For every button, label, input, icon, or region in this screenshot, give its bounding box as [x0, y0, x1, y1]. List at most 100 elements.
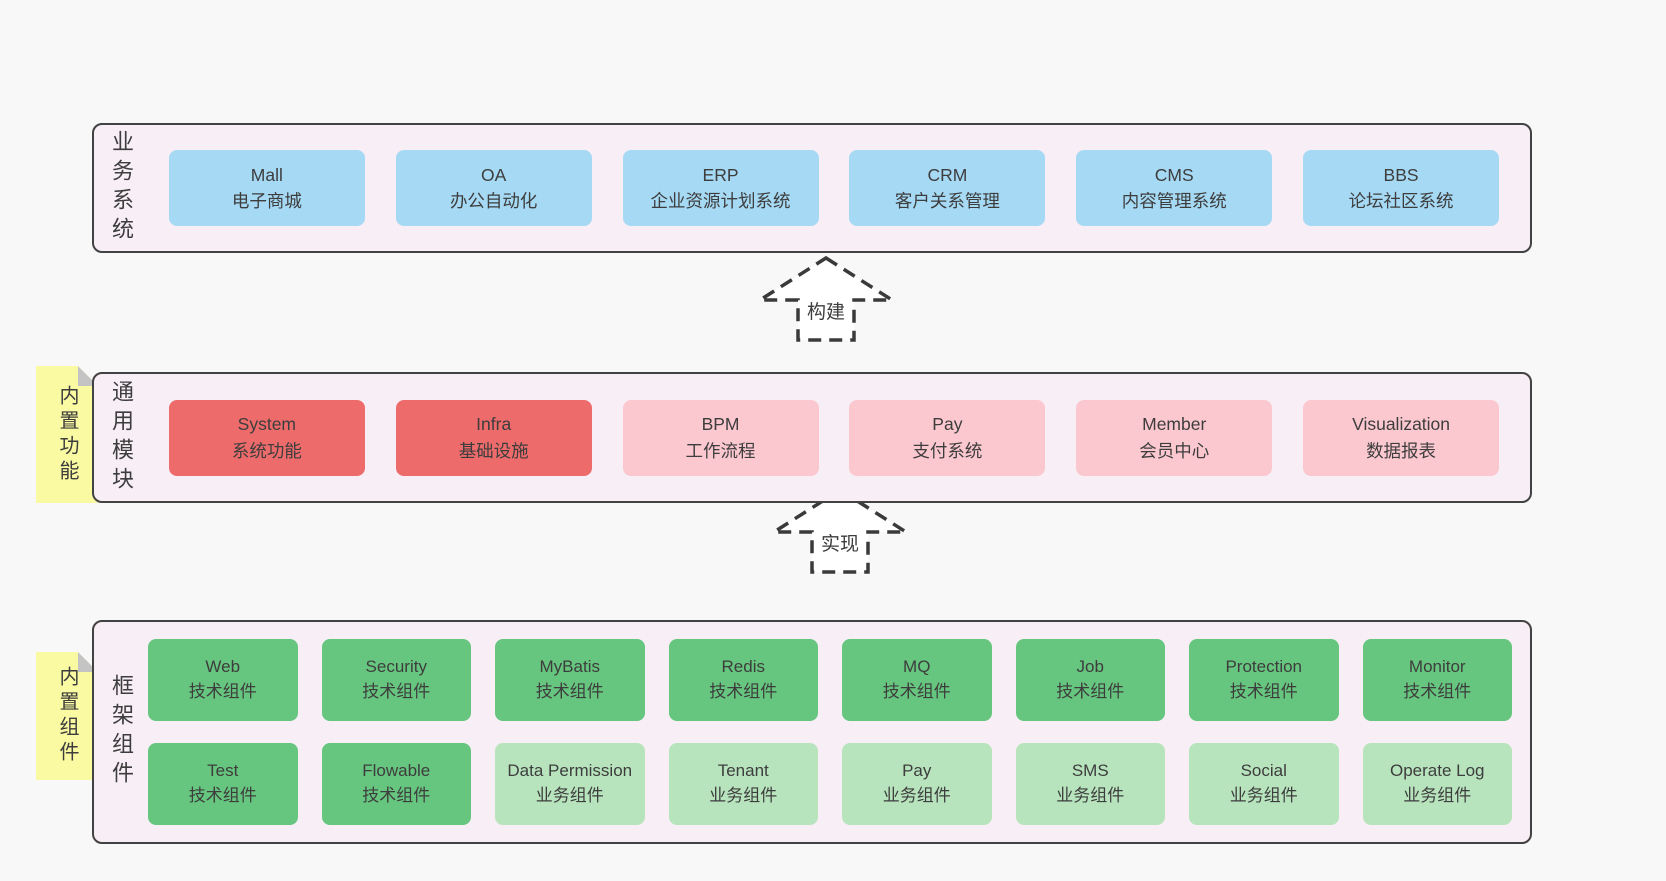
node-system-name: System: [237, 414, 297, 435]
node-infra-sub: 基础设施: [458, 440, 529, 461]
node-bpm-sub: 工作流程: [685, 440, 756, 461]
arrow-build: 构建: [756, 255, 896, 342]
node-tenant-name: Tenant: [717, 761, 769, 781]
node-visualization-name: Visualization: [1352, 414, 1451, 435]
node-oa-sub: 办公自动化: [449, 191, 538, 211]
node-social-name: Social: [1240, 761, 1287, 781]
node-security: Security 技术组件: [321, 639, 471, 721]
node-oa: OA 办公自动化: [395, 150, 592, 226]
note-builtin-components-label: 内置组件: [56, 666, 78, 766]
node-redis-sub: 技术组件: [709, 682, 778, 701]
node-bbs-sub: 论坛社区系统: [1348, 191, 1454, 211]
node-web-name: Web: [205, 657, 241, 677]
band-business-row: Mall 电子商城 OA 办公自动化 ERP 企业资源计划系统 CRM 客户关系…: [138, 150, 1530, 226]
arrow-implement-label: 实现: [821, 533, 859, 555]
node-data-permission-name: Data Permission: [507, 761, 633, 781]
node-security-name: Security: [365, 657, 427, 677]
band-business-label: 业务系统: [109, 130, 134, 246]
node-visualization-sub: 数据报表: [1366, 440, 1437, 461]
node-test: Test 技术组件: [148, 743, 298, 825]
node-test-sub: 技术组件: [188, 786, 257, 805]
node-protection-sub: 技术组件: [1229, 682, 1298, 701]
node-redis-name: Redis: [721, 657, 765, 677]
node-job: Job 技术组件: [1015, 639, 1165, 721]
node-infra-name: Infra: [476, 414, 512, 435]
node-crm-name: CRM: [927, 164, 968, 185]
node-pay-sub: 支付系统: [912, 440, 983, 461]
node-member-sub: 会员中心: [1139, 440, 1210, 461]
up-arrow-shape: [770, 487, 910, 574]
node-mall: Mall 电子商城: [168, 150, 365, 226]
node-operate-log-name: Operate Log: [1389, 761, 1485, 781]
node-mq: MQ 技术组件: [842, 639, 992, 721]
node-oa-name: OA: [481, 164, 507, 185]
node-mybatis-name: MyBatis: [539, 657, 600, 677]
sticky-note-builtin-components: 内置组件: [36, 652, 98, 780]
node-infra: Infra 基础设施: [395, 399, 592, 476]
node-bbs-name: BBS: [1383, 164, 1419, 185]
node-data-permission: Data Permission 业务组件: [495, 743, 645, 825]
node-sms-name: SMS: [1071, 761, 1109, 781]
node-data-permission-sub: 业务组件: [535, 786, 604, 805]
sticky-note-builtin-functions: 内置功能: [36, 366, 98, 503]
node-erp: ERP 企业资源计划系统: [622, 150, 819, 226]
band-framework-label: 框架组件: [109, 674, 134, 790]
band-framework-grid: Web 技术组件 Security 技术组件 MyBatis 技术组件 Redi…: [148, 639, 1512, 825]
node-crm-sub: 客户关系管理: [894, 191, 1000, 211]
band-business-systems: 业务系统 Mall 电子商城 OA 办公自动化 ERP 企业资源计划系统 CRM…: [92, 123, 1532, 253]
node-mall-name: Mall: [250, 164, 283, 185]
node-monitor: Monitor 技术组件: [1362, 639, 1512, 721]
node-pay: Pay 支付系统: [849, 399, 1046, 476]
node-sms: SMS 业务组件: [1015, 743, 1165, 825]
node-system-sub: 系统功能: [231, 440, 302, 461]
node-tenant: Tenant 业务组件: [668, 743, 818, 825]
node-monitor-name: Monitor: [1408, 657, 1466, 677]
node-web-sub: 技术组件: [188, 682, 257, 701]
node-member-name: Member: [1142, 414, 1207, 435]
node-test-name: Test: [207, 761, 239, 781]
up-arrow-shape: [756, 255, 896, 342]
band-framework-components: 框架组件 Web 技术组件 Security 技术组件 MyBatis 技术组件…: [92, 620, 1532, 844]
node-tenant-sub: 业务组件: [709, 786, 778, 805]
band-common-modules: 通用模块 System 系统功能 Infra 基础设施 BPM 工作流程 Pay…: [92, 372, 1532, 503]
node-system: System 系统功能: [168, 399, 365, 476]
node-pay-business: Pay 业务组件: [842, 743, 992, 825]
node-mq-sub: 技术组件: [882, 682, 951, 701]
node-operate-log: Operate Log 业务组件: [1362, 743, 1512, 825]
node-job-name: Job: [1076, 657, 1104, 677]
node-protection-name: Protection: [1225, 657, 1303, 677]
node-mall-sub: 电子商城: [231, 191, 302, 211]
note-builtin-functions-label: 内置功能: [56, 384, 78, 485]
node-cms-name: CMS: [1154, 164, 1194, 185]
node-crm: CRM 客户关系管理: [849, 150, 1046, 226]
arrow-implement: 实现: [770, 487, 910, 574]
node-mybatis-sub: 技术组件: [535, 682, 604, 701]
node-monitor-sub: 技术组件: [1403, 682, 1472, 701]
node-flowable: Flowable 技术组件: [321, 743, 471, 825]
band-modules-label: 通用模块: [109, 379, 134, 496]
node-social: Social 业务组件: [1189, 743, 1339, 825]
node-member: Member 会员中心: [1076, 399, 1273, 476]
node-pay-name: Pay: [932, 414, 963, 435]
node-bpm-name: BPM: [701, 414, 740, 435]
node-security-sub: 技术组件: [362, 682, 431, 701]
node-flowable-name: Flowable: [362, 761, 431, 781]
arrow-build-label: 构建: [807, 301, 845, 323]
node-social-sub: 业务组件: [1229, 786, 1298, 805]
node-mq-name: MQ: [903, 657, 931, 677]
node-web: Web 技术组件: [148, 639, 298, 721]
node-pay-business-sub: 业务组件: [882, 786, 951, 805]
band-modules-row: System 系统功能 Infra 基础设施 BPM 工作流程 Pay 支付系统…: [138, 399, 1530, 476]
node-protection: Protection 技术组件: [1189, 639, 1339, 721]
node-redis: Redis 技术组件: [668, 639, 818, 721]
node-cms: CMS 内容管理系统: [1076, 150, 1273, 226]
node-pay-business-name: Pay: [902, 761, 932, 781]
node-erp-sub: 企业资源计划系统: [650, 191, 791, 211]
node-sms-sub: 业务组件: [1056, 786, 1125, 805]
node-flowable-sub: 技术组件: [362, 786, 431, 805]
node-operate-log-sub: 业务组件: [1403, 786, 1472, 805]
node-bpm: BPM 工作流程: [622, 399, 819, 476]
node-mybatis: MyBatis 技术组件: [495, 639, 645, 721]
node-erp-name: ERP: [702, 164, 739, 185]
